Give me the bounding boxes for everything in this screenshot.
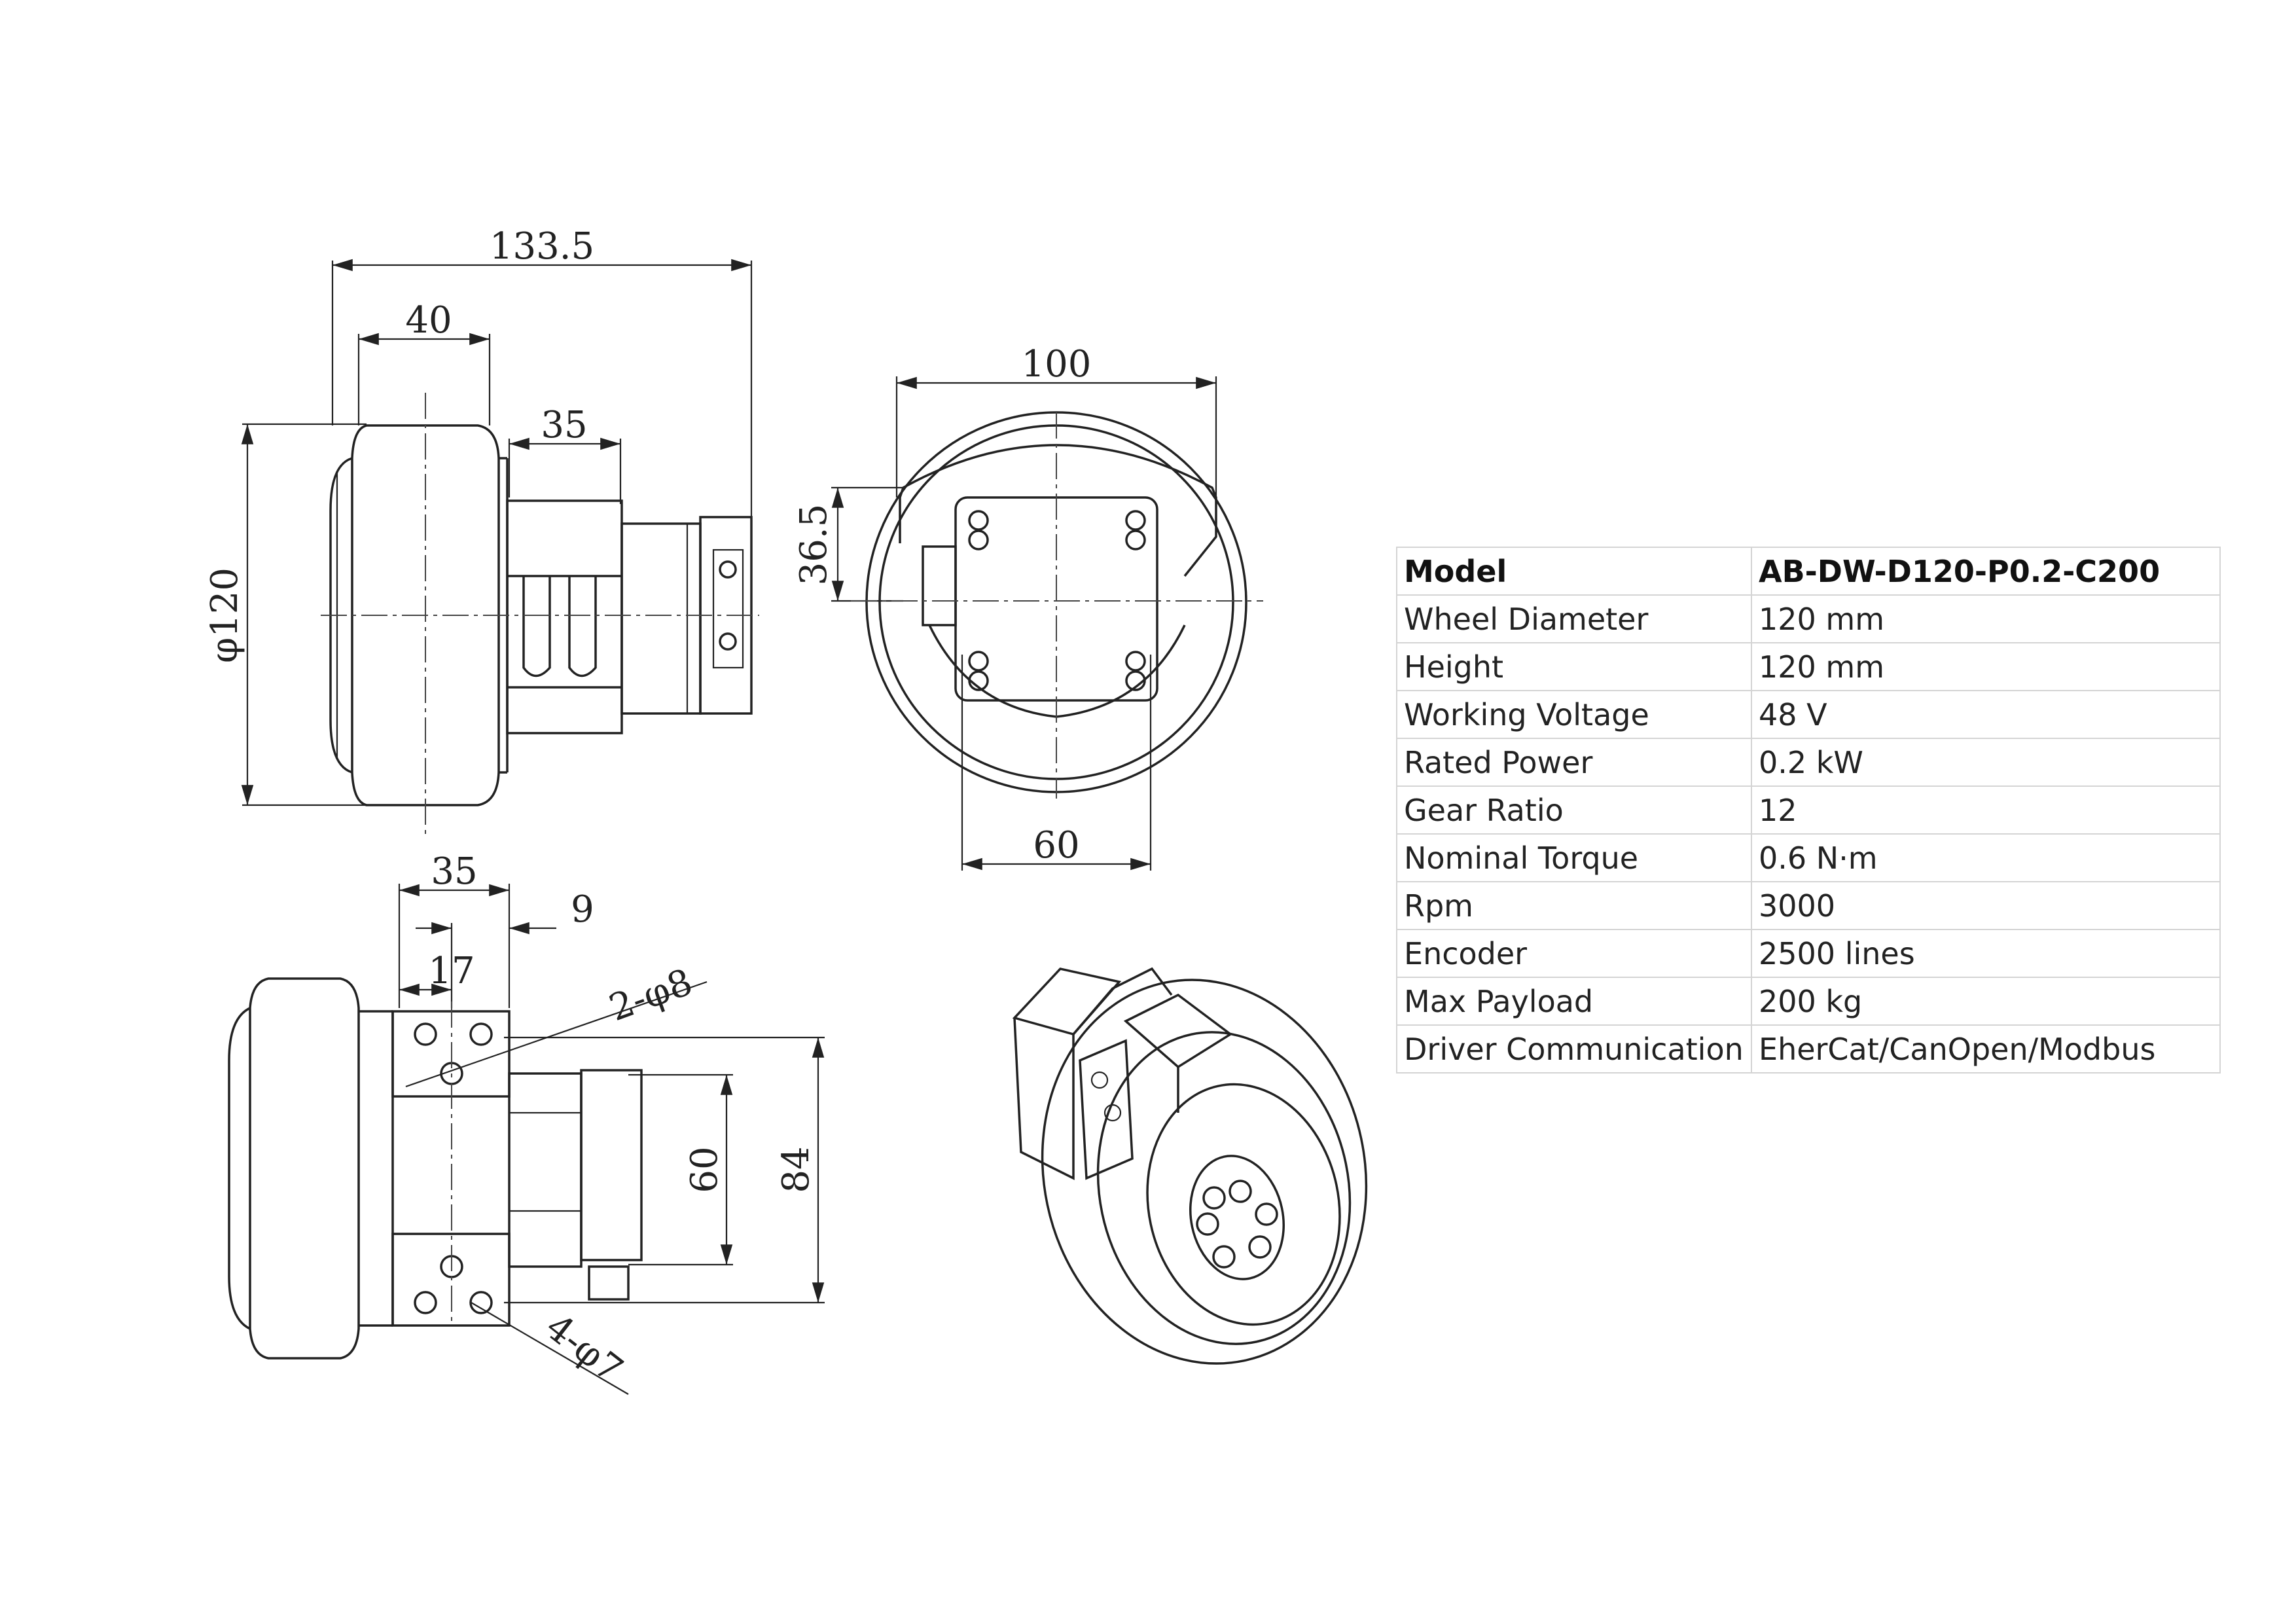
dim-height-offset: 36.5 [793, 504, 835, 586]
dim-plate-height: 84 [775, 1146, 817, 1193]
top-view: 35 9 17 2-φ8 4-φ7 60 84 [228, 850, 825, 1395]
spec-value: 120 mm [1751, 642, 2221, 691]
spec-label: Driver Communication [1396, 1024, 1752, 1074]
spec-label: Working Voltage [1396, 690, 1752, 739]
spec-value: 3000 [1751, 881, 2221, 930]
dim-diameter: φ120 [204, 568, 246, 663]
spec-value: 120 mm [1751, 594, 2221, 643]
spec-value: 2500 lines [1751, 929, 2221, 978]
spec-value: EherCat/CanOpen/Modbus [1751, 1024, 2221, 1074]
label-holes-large: 4-φ7 [537, 1306, 630, 1392]
spec-label: Gear Ratio [1396, 785, 1752, 835]
spec-label: Encoder [1396, 929, 1752, 978]
spec-label: Rated Power [1396, 738, 1752, 787]
table-header-row: Model AB-DW-D120-P0.2-C200 [1396, 547, 2221, 596]
side-view: 133.5 40 35 φ120 [204, 225, 759, 838]
spec-label: Max Payload [1396, 977, 1752, 1026]
dim-hole-offset-b: 9 [571, 888, 594, 931]
spec-label: Rpm [1396, 881, 1752, 930]
dim-mount-height: 60 [683, 1146, 726, 1193]
spec-value: 0.6 N·m [1751, 833, 2221, 882]
spec-label: Nominal Torque [1396, 833, 1752, 882]
spec-value: 48 V [1751, 690, 2221, 739]
dim-motor-offset: 35 [541, 404, 587, 446]
dim-hole-offset-a: 17 [428, 950, 475, 992]
dim-front-width: 100 [1022, 343, 1092, 386]
spec-label: Height [1396, 642, 1752, 691]
spec-label-model: Model [1396, 547, 1752, 596]
spec-value-model: AB-DW-D120-P0.2-C200 [1751, 547, 2221, 596]
spec-label: Wheel Diameter [1396, 594, 1752, 643]
dim-overall-length: 133.5 [490, 225, 594, 268]
spec-value: 12 [1751, 785, 2221, 835]
front-view: 100 36.5 60 [793, 343, 1263, 871]
dim-wheel-width: 40 [405, 299, 452, 342]
dim-mount-width: 60 [1033, 824, 1079, 867]
dim-hole-span: 35 [431, 850, 477, 893]
spec-value: 200 kg [1751, 977, 2221, 1026]
spec-value: 0.2 kW [1751, 738, 2221, 787]
spec-table: Model AB-DW-D120-P0.2-C200 Wheel Diamete… [1396, 547, 2221, 1074]
label-holes-small: 2-φ8 [604, 961, 698, 1030]
technical-drawings: 133.5 40 35 φ120 100 36.5 [204, 225, 1368, 1395]
isometric-view [1012, 967, 1368, 1365]
